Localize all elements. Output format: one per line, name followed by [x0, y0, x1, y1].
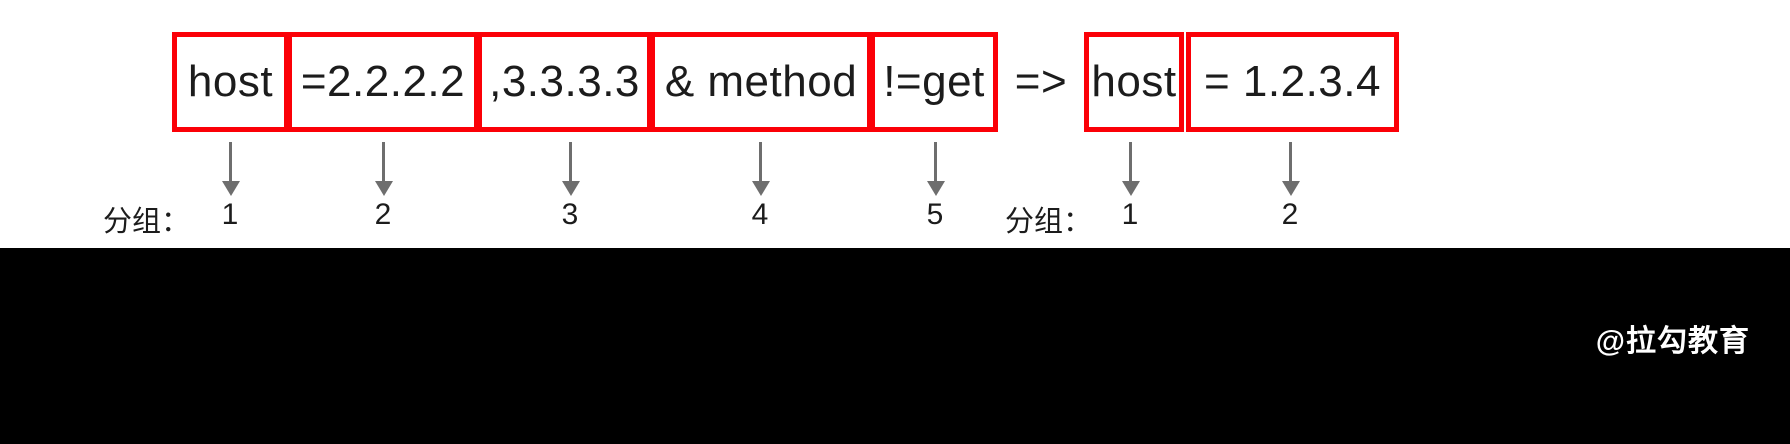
expr-token-value-2: ,3.3.3.3 [477, 32, 652, 132]
expr-token-not-equal-get: !=get [870, 32, 998, 132]
expr-token-host-2: host [1084, 32, 1184, 132]
pointer-arrow-1 [229, 142, 232, 182]
group-caption-right: 分组： [1005, 206, 1093, 238]
group-number-2: 2 [374, 198, 392, 231]
group-caption-left: 分组： [103, 206, 191, 238]
diagram-band: host =2.2.2.2 ,3.3.3.3 & method !=get =>… [0, 0, 1790, 248]
group-number-5: 5 [926, 198, 944, 231]
group-number-3: 3 [561, 198, 579, 231]
expr-token-host-1: host [172, 32, 289, 132]
expr-token-arrow-operator: => [1000, 32, 1082, 132]
pointer-arrow-2 [382, 142, 385, 182]
pointer-arrow-5 [934, 142, 937, 182]
expr-token-result: = 1.2.3.4 [1186, 32, 1399, 132]
pointer-arrow-6 [1129, 142, 1132, 182]
group-number-6: 1 [1121, 198, 1139, 231]
watermark-text: @拉勾教育 [1595, 325, 1750, 358]
pointer-arrow-3 [569, 142, 572, 182]
group-number-7: 2 [1281, 198, 1299, 231]
expr-token-and-method: & method [650, 32, 872, 132]
pointer-arrow-7 [1289, 142, 1292, 182]
group-number-4: 4 [751, 198, 769, 231]
group-number-1: 1 [221, 198, 239, 231]
pointer-arrow-4 [759, 142, 762, 182]
expression-row: host =2.2.2.2 ,3.3.3.3 & method !=get =>… [0, 32, 1790, 132]
expr-token-value-1: =2.2.2.2 [287, 32, 479, 132]
